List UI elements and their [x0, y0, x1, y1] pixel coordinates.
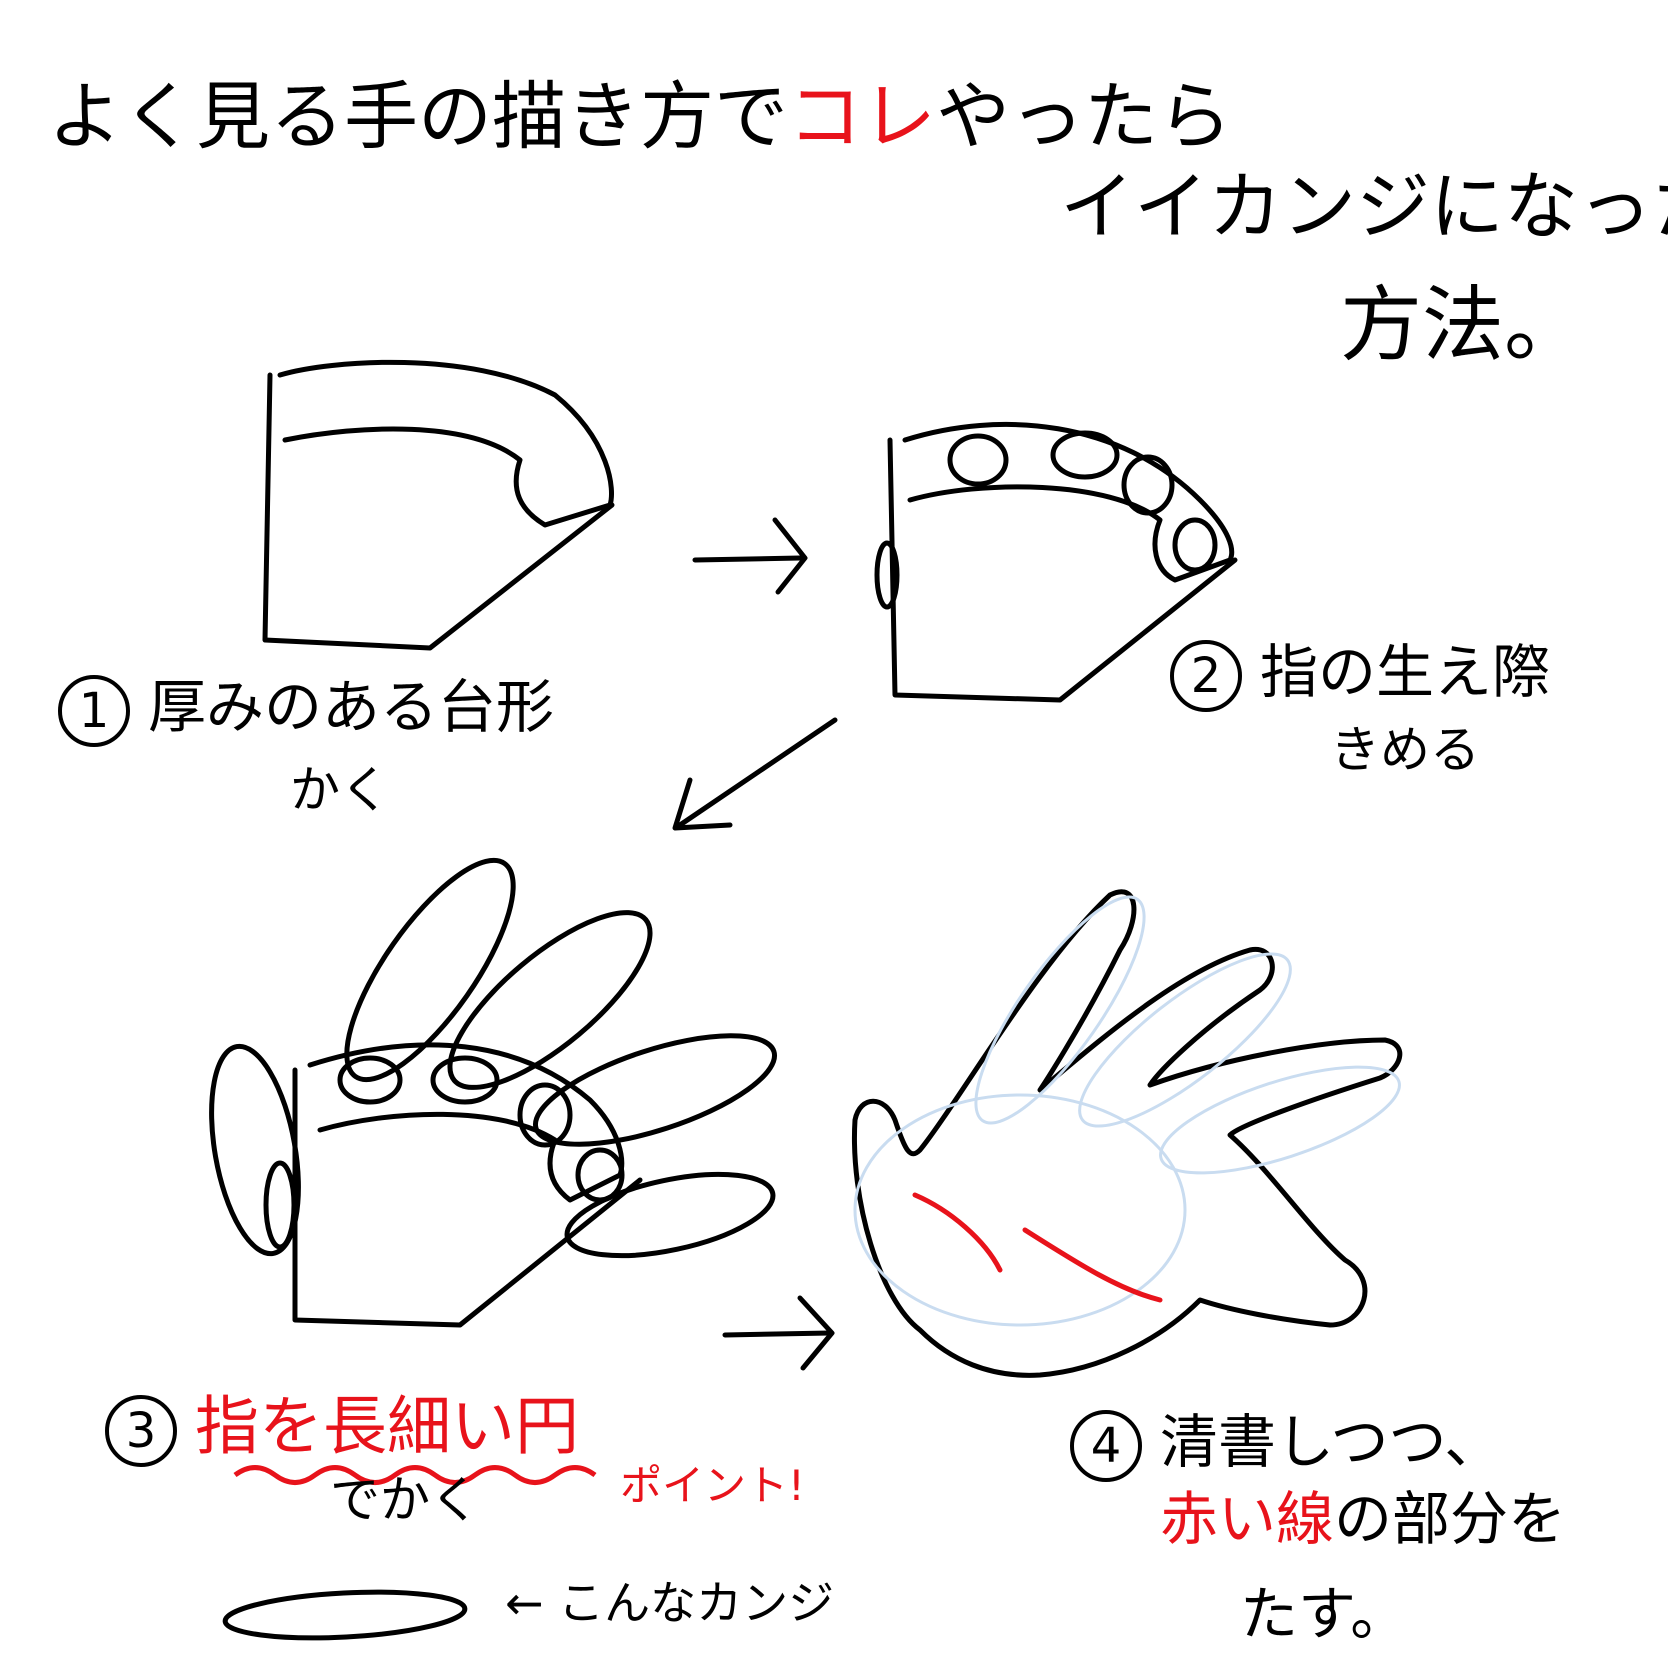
step-2-text: 指の生え際	[1260, 638, 1551, 707]
step-3-note: ← こんなカンジ	[505, 1576, 835, 1630]
title-part2: やったら	[936, 74, 1232, 160]
sketch-underlay	[853, 895, 1401, 1327]
red-guide-lines	[912, 1192, 1163, 1303]
step-4-number: 4	[1070, 1410, 1142, 1482]
arrow-down-left	[672, 717, 838, 831]
step-4-text-red: 赤い線	[1160, 1485, 1335, 1553]
step-4-text2: の部分を	[1334, 1485, 1567, 1553]
step-3-number: 3	[105, 1395, 177, 1467]
step-3-text-red: 指を長細い円	[195, 1390, 579, 1465]
step-2-label: 2 指の生え際	[1170, 640, 1550, 712]
step-2-text2: きめる	[1330, 721, 1480, 779]
title-part1: よく見る手の描き方で	[48, 74, 788, 160]
step-2-number: 2	[1170, 640, 1242, 712]
title-line-2: イイカンジになった	[1060, 164, 1668, 250]
title-line-1: よく見る手の描き方でコレやったら	[48, 80, 1232, 154]
step-3-text2: でかく	[330, 1471, 480, 1529]
arrow-right-1	[692, 517, 808, 595]
final-hand-step4	[851, 889, 1403, 1378]
step-1-label: 1 厚みのある台形	[58, 675, 554, 747]
palm-with-finger-ovals-step3	[209, 857, 778, 1328]
palm-trapezoid-step1	[262, 359, 615, 651]
wavy-underline	[233, 1465, 597, 1485]
oval-example	[222, 1589, 468, 1641]
step-3-point: ポイント!	[620, 1461, 805, 1510]
title-line-3: 方法。	[1340, 278, 1587, 373]
step-4-text: 清書しつつ、	[1160, 1408, 1503, 1477]
arrow-right-2	[722, 1295, 835, 1371]
palm-trapezoid-step2	[874, 421, 1238, 703]
step-4-text3: たす。	[1240, 1580, 1409, 1648]
title-highlight: コレ	[788, 74, 936, 160]
step-1-text: 厚みのある台形	[148, 673, 555, 742]
step-4-label: 4 清書しつつ、	[1070, 1410, 1502, 1482]
step-1-number: 1	[58, 675, 130, 747]
step-4-line2: 赤い線の部分を	[1160, 1490, 1566, 1548]
step-1-text2: かく	[290, 761, 390, 819]
